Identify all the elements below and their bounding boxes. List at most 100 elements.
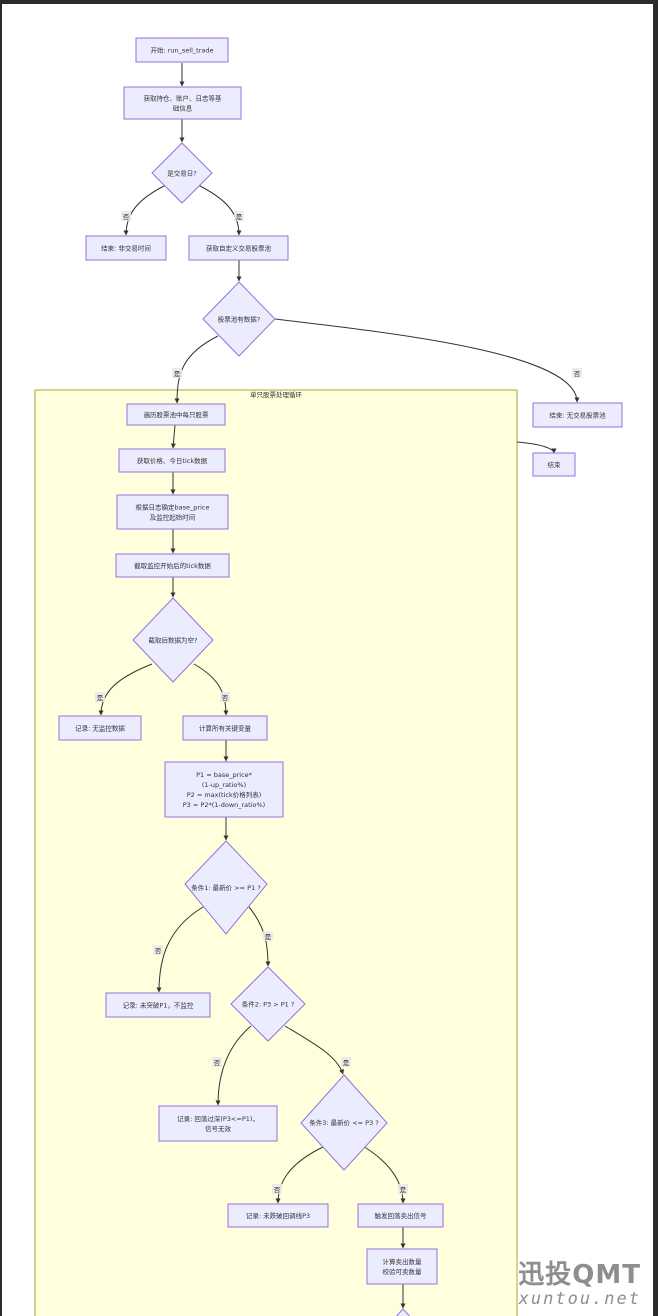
edge-cond3-no — [275, 1145, 326, 1204]
edge-label-c2-yes: 是 — [341, 1057, 351, 1067]
node-label-line: 校验可卖数量 — [383, 1267, 423, 1276]
edge-haspool-yes — [174, 335, 219, 404]
edge-label-empty-yes: 是 — [95, 692, 105, 702]
node-get-pool: 获取自定义交易股票池 — [188, 235, 289, 261]
node-label-line: 及监控起始时间 — [150, 513, 196, 522]
node-label-line: 计算卖出数量 — [383, 1257, 423, 1266]
node-is-trade-day: 是交易日? — [151, 142, 213, 204]
node-label-line: P3 = P2*(1-down_ratio%) — [183, 801, 265, 809]
node-label-line: 遍历股票池中每只股票 — [144, 410, 210, 419]
edge-label-empty-no: 否 — [220, 692, 230, 702]
edge-labels: 否 是 是 否 是 否 否 是 否 是 否 是 — [95, 211, 582, 1194]
svg-text:是: 是 — [174, 370, 181, 378]
node-label-line: 开始: run_sell_trade — [151, 46, 214, 55]
svg-text:否: 否 — [123, 213, 130, 221]
svg-text:是: 是 — [343, 1059, 350, 1067]
edge-haspool-no — [274, 318, 580, 403]
edge-cond3-yes — [362, 1145, 406, 1204]
svg-text:是: 是 — [265, 933, 272, 941]
watermark-site: xuntou.net — [518, 1289, 641, 1309]
edge-empty-yes — [98, 663, 153, 716]
node-label-line: 条件1: 最新价 >= P1 ? — [191, 883, 261, 892]
node-label-line: P1 = base_price* — [196, 771, 253, 779]
edge-empty-no — [193, 663, 229, 716]
node-iterate: 遍历股票池中每只股票 — [126, 403, 226, 426]
node-label-line: 是交易日? — [167, 169, 196, 178]
flowchart-canvas: 单只股票处理循环 否 是 是 否 是 否 否 是 否 — [2, 4, 653, 1316]
svg-text:否: 否 — [274, 1186, 281, 1194]
flowchart-diagram: 单只股票处理循环 否 是 是 否 是 否 否 是 否 — [34, 37, 623, 1316]
node-log-invalid: 记录: 回落过深(P3<=P1)，信号无效 — [158, 1105, 278, 1142]
node-end-no-pool: 结束: 无交易股票池 — [532, 402, 623, 428]
edge-label-c3-no: 否 — [272, 1184, 282, 1194]
svg-text:否: 否 — [222, 694, 229, 702]
node-label-line: 记录: 未跌破回调线P3 — [246, 1211, 310, 1220]
edge-label-pool-yes: 是 — [172, 368, 182, 378]
node-label-line: 条件2: P3 > P1 ? — [242, 1000, 295, 1009]
watermark: 迅投QMT xuntou.net — [518, 1260, 641, 1308]
node-label-line: 结束: 无交易股票池 — [549, 411, 606, 420]
edge-label-trade-no: 否 — [121, 211, 131, 221]
node-label-line: 条件3: 最新价 <= P3 ? — [309, 1118, 379, 1127]
edge-cond2-yes — [284, 1025, 344, 1075]
node-slice-tick: 截取监控开始后的tick数据 — [115, 553, 230, 578]
node-calc-vars: 计算所有关键变量 — [182, 715, 268, 741]
node-end-non-trade: 结束: 非交易时间 — [85, 235, 167, 261]
svg-text:是: 是 — [236, 213, 243, 221]
node-label-line: 计算所有关键变量 — [199, 724, 252, 733]
node-label-line: 记录: 回落过深(P3<=P1)， — [177, 1114, 259, 1123]
edge-label-trade-yes: 是 — [234, 211, 244, 221]
node-label-line: 信号无效 — [205, 1124, 232, 1133]
node-label-line: 获取持仓、账户、日志等基 — [144, 94, 223, 103]
edge-tradeday-no — [123, 183, 169, 236]
edge-label-c1-no: 否 — [153, 945, 163, 955]
edge-tradeday-yes — [195, 183, 242, 236]
watermark-brand: 迅投QMT — [518, 1260, 641, 1290]
node-label-line: 记录: 无监控数据 — [75, 724, 125, 733]
node-label-line: 获取价格、今日tick数据 — [137, 456, 208, 465]
edge-iterate-price — [170, 424, 176, 449]
node-is-empty: 截取后数据为空? — [132, 597, 214, 683]
node-label-line: (1-up_ratio%) — [202, 781, 246, 789]
svg-text:否: 否 — [574, 370, 581, 378]
node-log-not-break: 记录: 未突破P1，不监控 — [105, 992, 211, 1018]
node-label-line: 记录: 未突破P1，不监控 — [123, 1001, 194, 1010]
svg-text:是: 是 — [97, 694, 104, 702]
edge-cond1-no — [156, 906, 204, 993]
node-cond3: 条件3: 最新价 <= P3 ? — [300, 1074, 388, 1171]
node-pool-has-data: 股票池有数据? — [202, 281, 276, 357]
node-get-price: 获取价格、今日tick数据 — [118, 448, 226, 473]
node-cond1: 条件1: 最新价 >= P1 ? — [184, 840, 268, 935]
node-log-no-data: 记录: 无监控数据 — [58, 715, 142, 741]
node-next-diamond — [395, 1308, 411, 1316]
edge-label-c1-yes: 是 — [263, 931, 273, 941]
node-label-line: 获取自定义交易股票池 — [206, 244, 272, 253]
node-label-line: 股票池有数据? — [218, 315, 260, 324]
node-label-line: 截取监控开始后的tick数据 — [134, 561, 211, 570]
svg-text:否: 否 — [155, 947, 162, 955]
edge-cluster-end — [516, 441, 557, 454]
edge-cond2-no — [215, 1025, 252, 1106]
node-cond2: 条件2: P3 > P1 ? — [230, 966, 306, 1042]
svg-text:是: 是 — [400, 1186, 407, 1194]
node-end: 结束 — [532, 452, 576, 477]
svg-text:否: 否 — [214, 1059, 221, 1067]
node-label-line: 结束 — [548, 460, 562, 469]
node-label-line: P2 = max(tick价格列表) — [187, 790, 262, 799]
cluster-title: 单只股票处理循环 — [250, 390, 303, 399]
node-formulas: P1 = base_price* (1-up_ratio%)P2 = max(ti… — [164, 761, 284, 818]
edge-label-pool-no: 否 — [572, 368, 582, 378]
node-label-line: 触发回落卖出信号 — [375, 1211, 428, 1220]
edge-label-c3-yes: 是 — [398, 1184, 408, 1194]
edge-label-c2-no: 否 — [212, 1057, 222, 1067]
node-start: 开始: run_sell_trade — [135, 37, 229, 63]
node-label-line: 截取后数据为空? — [149, 636, 198, 645]
loop-cluster: 单只股票处理循环 — [34, 389, 518, 1316]
node-trigger: 触发回落卖出信号 — [357, 1203, 444, 1228]
node-label-line: 结束: 非交易时间 — [101, 244, 151, 253]
node-log-not-fall: 记录: 未跌破回调线P3 — [227, 1203, 329, 1228]
